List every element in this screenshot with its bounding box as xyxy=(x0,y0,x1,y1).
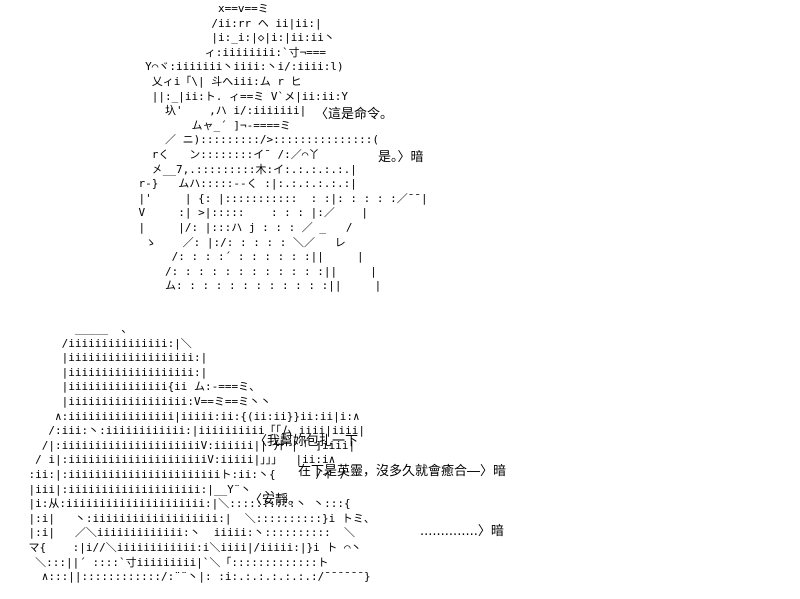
dialogue-line-command: 〈這是命令。 xyxy=(315,107,394,122)
dialogue-line-reply-yes: 是。〉暗 xyxy=(378,150,424,165)
dialogue-line-heroic-spirit: 在下是英靈，沒多久就會癒合―〉暗 xyxy=(298,464,507,479)
dialogue-line-quiet: 〈安靜。 xyxy=(249,493,302,508)
dialogue-line-bandage: 〈我幫妳包扎一下 xyxy=(254,434,359,449)
dialogue-line-ellipsis-reply: ..............〉暗 xyxy=(420,524,504,539)
bottom-figure-ascii-art: _____ 、 /iiiiiiiiiiiiiii:|＼ |iiiiiiiiiii… xyxy=(28,322,375,584)
top-figure-ascii-art: x==v==ミ /ii:rr ヘ ii|ii:| |i:_i:|◇|i:|ii:… xyxy=(138,2,428,293)
